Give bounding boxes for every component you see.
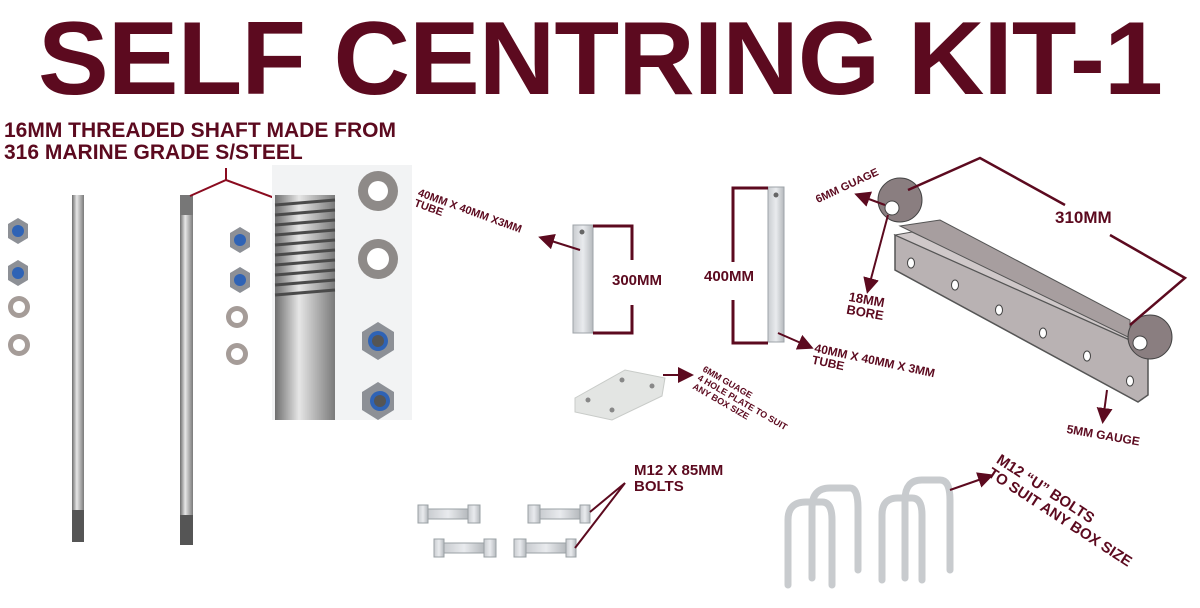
m12-bolts [417,482,626,558]
tube-400mm [731,186,814,350]
threaded-shaft-left [72,195,84,542]
bracket-bore-label: 18MM BORE [845,289,887,323]
bolts-label-line1: M12 X 85MM [634,462,724,479]
bolts-label-line2: BOLTS [634,478,684,495]
tube-short-length: 300MM [612,272,663,289]
channel-bracket [854,156,1188,424]
u-bolts [784,476,954,589]
bracket-length-label: 310MM [1055,208,1112,227]
bolts-label: M12 X 85MM BOLTS [634,463,723,495]
thread-closeup [272,165,412,420]
shaft-label-line1: 16MM THREADED SHAFT MADE FROM [4,119,396,142]
tube-300mm [538,224,634,335]
nuts-washers-left [8,218,30,356]
shaft-label: 16MM THREADED SHAFT MADE FROM 316 MARINE… [4,120,396,164]
tube-long-length: 400MM [704,268,755,285]
page-title: SELF CENTRING KIT-1 [37,1,1163,117]
nuts-washers-right [226,227,250,365]
4-hole-plate [574,367,694,421]
threaded-shaft-right [180,195,193,545]
shaft-label-line2: 316 MARINE GRADE S/STEEL [4,141,303,164]
